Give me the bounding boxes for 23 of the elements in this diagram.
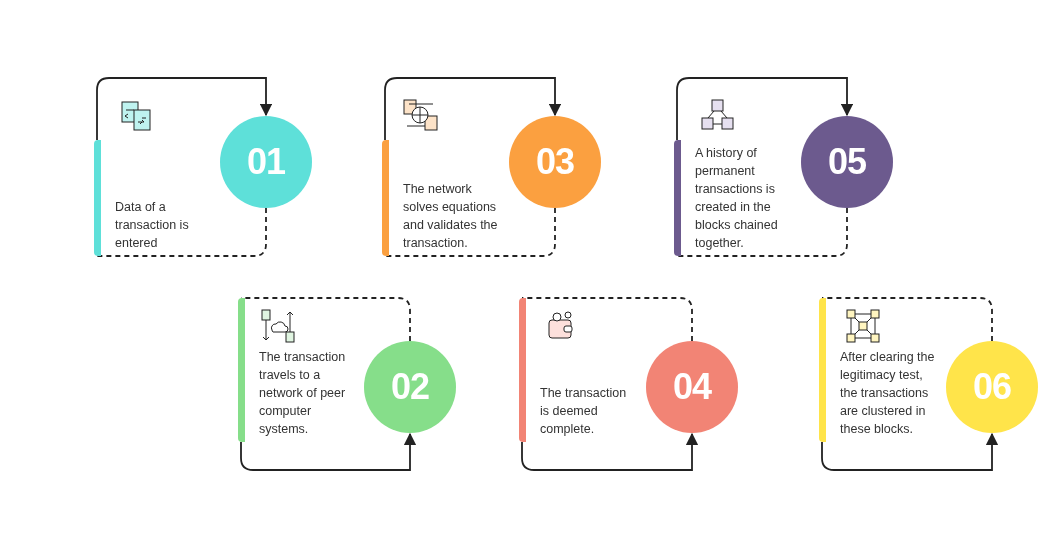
step-description: After clearing the legitimacy test, the transactions are clustered in these blocks. (840, 349, 936, 438)
step-number-circle: 03 (509, 116, 601, 208)
step-number-circle: 01 (220, 116, 312, 208)
dashed-connector (96, 207, 267, 257)
arrow (521, 432, 699, 471)
arrow (240, 432, 417, 471)
step-number-circle: 06 (946, 341, 1038, 433)
dashed-connector (384, 207, 556, 257)
dashed-connector (676, 207, 848, 257)
step-description: Data of a transaction is entered (115, 199, 190, 252)
step-number-circle: 05 (801, 116, 893, 208)
dashed-connector (821, 297, 993, 342)
step-description: The transaction is deemed complete. (540, 385, 628, 438)
step-description: The network solves equations and validates the transaction. (403, 181, 499, 252)
step-number-circle: 04 (646, 341, 738, 433)
arrow (384, 77, 562, 141)
step-number-circle: 02 (364, 341, 456, 433)
arrow (96, 77, 273, 141)
step-description: The transaction travels to a network of peer computer systems. (259, 349, 347, 438)
arrow (821, 432, 999, 471)
step-description: A history of permanent transactions is created in the blocks chained together. (695, 145, 779, 252)
dashed-connector (521, 297, 693, 342)
arrow (676, 77, 854, 141)
